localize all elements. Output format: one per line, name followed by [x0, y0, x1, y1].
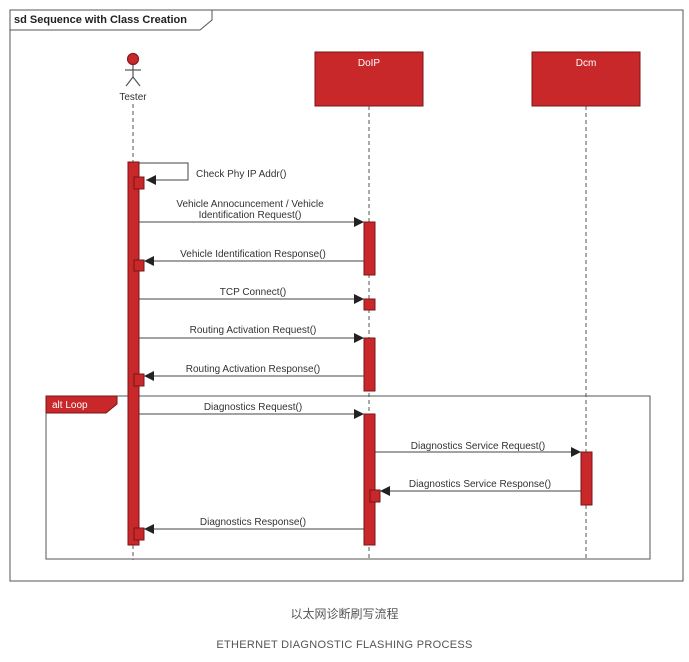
msg-diag-service-response-label: Diagnostics Service Response() — [409, 479, 551, 490]
frame-title-tab — [9, 9, 213, 31]
tester-self-activation-1 — [133, 176, 145, 190]
msg-diagnostics-request-label: Diagnostics Request() — [204, 402, 302, 413]
doip-self-activation — [369, 489, 381, 503]
tester-actor-icon — [125, 52, 141, 87]
tester-self-activation-3 — [133, 373, 145, 387]
doip-activation-1 — [363, 221, 376, 276]
lifeline-tester-label: Tester — [119, 92, 147, 103]
lifeline-doip-label: DoIP — [358, 58, 381, 69]
msg-check-phy-label: Check Phy IP Addr() — [196, 169, 286, 180]
msg-vehicle-id-response-label: Vehicle Identification Response() — [180, 249, 326, 260]
caption-english: ETHERNET DIAGNOSTIC FLASHING PROCESS — [216, 639, 473, 651]
doip-activation-4 — [363, 413, 376, 546]
alt-fragment-label: alt Loop — [52, 400, 88, 411]
frame-title: sd Sequence with Class Creation — [14, 14, 187, 26]
sequence-diagram: sd Sequence with Class Creation Tester D… — [9, 9, 684, 582]
msg-diagnostics-response-label: Diagnostics Response() — [200, 517, 306, 528]
msg-check-phy-arrow — [139, 162, 189, 185]
msg-diag-service-request-label: Diagnostics Service Request() — [411, 441, 546, 452]
dcm-activation — [580, 451, 593, 506]
alt-fragment-tab — [45, 395, 118, 414]
msg-routing-response-label: Routing Activation Response() — [186, 364, 321, 375]
caption-chinese: 以太网诊断刷写流程 — [290, 607, 399, 621]
lifeline-doip-head — [314, 51, 424, 107]
tester-activation — [127, 161, 140, 546]
msg-vehicle-announcement-label-1: Vehicle Annocuncement / Vehicle — [176, 199, 324, 210]
lifeline-dcm-head — [531, 51, 641, 107]
tester-self-activation-2 — [133, 259, 145, 272]
alt-fragment — [45, 395, 651, 560]
lifeline-dcm-label: Dcm — [576, 58, 597, 69]
doip-activation-2 — [363, 298, 376, 311]
tester-self-activation-4 — [133, 527, 145, 541]
msg-tcp-connect-label: TCP Connect() — [220, 287, 287, 298]
msg-routing-request-label: Routing Activation Request() — [190, 325, 317, 336]
msg-vehicle-announcement-label-2: Identification Request() — [199, 210, 302, 221]
doip-activation-3 — [363, 337, 376, 392]
